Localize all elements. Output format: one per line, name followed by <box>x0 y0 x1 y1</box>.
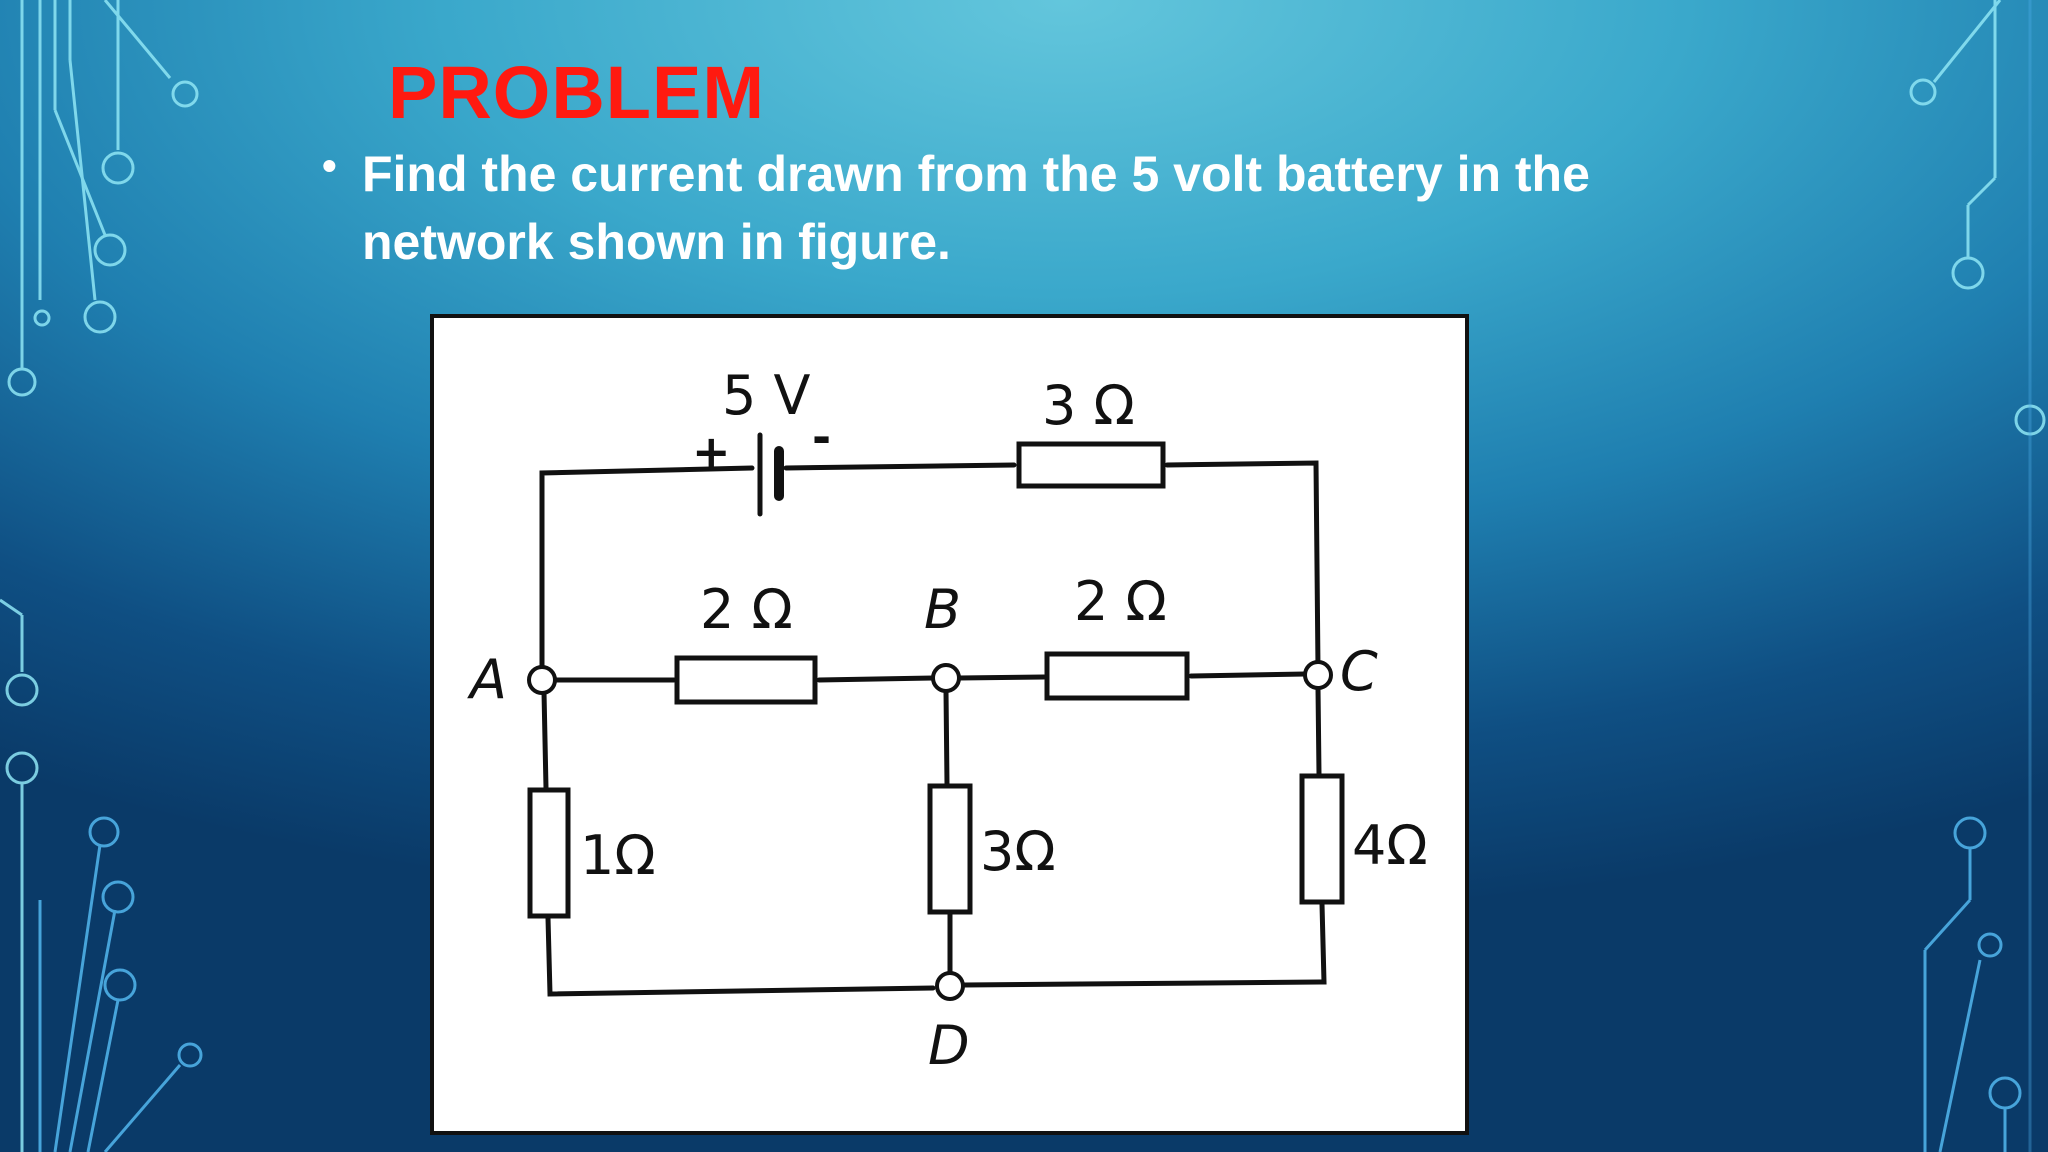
wire-top-right <box>1164 460 1321 671</box>
node-a-circle <box>527 665 557 695</box>
wire-b-to-2ohm <box>956 674 1047 681</box>
battery-label: 5 V <box>722 364 811 427</box>
problem-text: Find the current drawn from the 5 volt b… <box>362 146 1590 270</box>
circuit-diagram: 5 V + - 3 Ω 2 Ω 2 Ω 1Ω 3Ω 4Ω A B C D <box>467 364 1428 1077</box>
resistor-ab-2ohm <box>674 655 818 705</box>
wire-left-bottom <box>545 915 936 997</box>
ab-resistor-label: 2 Ω <box>700 578 793 641</box>
resistor-bd-3ohm <box>927 783 973 915</box>
node-a-label: A <box>467 648 507 711</box>
resistor-bc-2ohm <box>1044 651 1190 701</box>
wire-top-left <box>539 465 755 675</box>
node-c-label: C <box>1340 640 1378 703</box>
bullet-icon: • <box>322 142 337 189</box>
wire-b-down <box>943 688 950 787</box>
bd-resistor-label: 3Ω <box>980 820 1056 883</box>
resistor-ad-1ohm <box>527 787 571 919</box>
ad-resistor-label: 1Ω <box>580 824 656 887</box>
bc-resistor-label: 2 Ω <box>1074 570 1167 633</box>
node-c-circle <box>1303 660 1333 690</box>
node-b-circle <box>931 663 961 693</box>
resistor-top-3ohm <box>1016 441 1166 489</box>
battery-minus-sign: - <box>812 410 831 464</box>
wire-c-down <box>1315 685 1322 777</box>
battery-plus-sign: + <box>692 425 731 479</box>
wire-right-bottom <box>961 901 1327 988</box>
wire-2ohm-to-b <box>816 675 936 683</box>
wire-a-down <box>541 689 549 791</box>
slide-title: PROBLEM <box>388 51 765 134</box>
node-b-label: B <box>924 578 961 641</box>
resistor-cd-4ohm <box>1299 773 1345 905</box>
cd-resistor-label: 4Ω <box>1352 814 1428 877</box>
wire-2ohm-to-c <box>1188 671 1308 679</box>
top-resistor-label: 3 Ω <box>1042 374 1135 437</box>
circuit-figure: 5 V + - 3 Ω 2 Ω 2 Ω 1Ω 3Ω 4Ω A B C D <box>430 314 1469 1135</box>
node-d-circle <box>935 971 965 1001</box>
node-d-label: D <box>928 1014 970 1077</box>
wire-battery-to-resistor <box>783 462 1017 471</box>
